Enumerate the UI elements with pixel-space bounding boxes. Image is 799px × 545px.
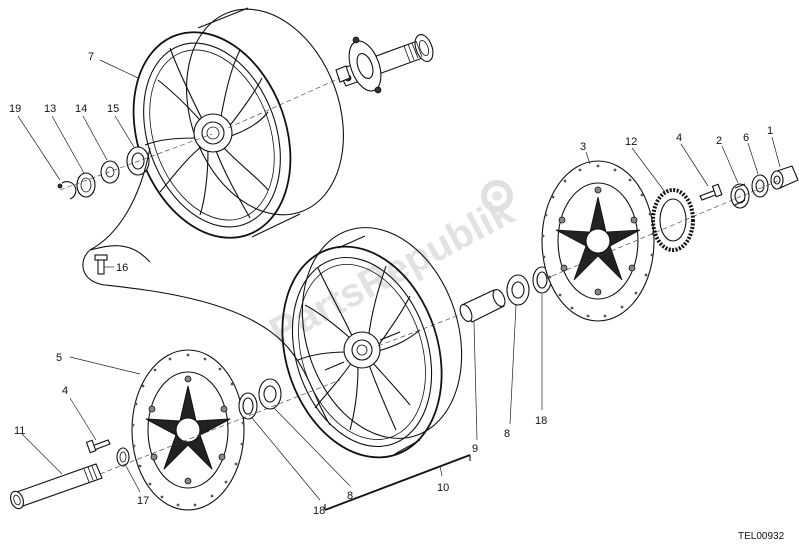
svg-text:11: 11 [14, 425, 25, 437]
callout-4-right: 4 [676, 132, 709, 187]
part-17-washer [116, 447, 130, 467]
callout-8-right: 8 [504, 304, 517, 440]
callout-15: 15 [107, 103, 135, 148]
callout-1: 1 [767, 125, 781, 168]
svg-text:16: 16 [116, 262, 128, 274]
callout-17: 17 [125, 465, 149, 507]
callout-18-right: 18 [535, 294, 547, 427]
part-5-brake-disc-left [131, 349, 245, 511]
svg-text:9: 9 [472, 443, 478, 455]
svg-text:7: 7 [88, 51, 94, 63]
part-12-tone-wheel [651, 188, 695, 252]
svg-text:5: 5 [56, 352, 62, 364]
svg-text:4: 4 [62, 385, 68, 397]
svg-text:10: 10 [437, 482, 449, 494]
part-11-front-axle [10, 463, 103, 510]
svg-text:17: 17 [137, 495, 149, 507]
svg-text:8: 8 [347, 490, 353, 502]
assembly-axes [59, 77, 781, 475]
callout-12: 12 [625, 136, 666, 193]
svg-text:18: 18 [535, 415, 547, 427]
watermark: PartsRepublik [263, 189, 522, 354]
callout-9: 9 [472, 321, 478, 455]
svg-text:3: 3 [580, 141, 586, 153]
rear-wheel [132, 7, 344, 239]
svg-text:18: 18 [313, 505, 325, 517]
svg-text:PartsRepublik: PartsRepublik [263, 189, 522, 354]
callout-19: 19 [9, 103, 61, 181]
callout-11: 11 [14, 425, 63, 475]
callout-7: 7 [88, 51, 139, 79]
svg-text:8: 8 [504, 428, 510, 440]
svg-text:14: 14 [75, 103, 87, 115]
part-14-washer [100, 160, 120, 184]
part-19-circlip [57, 181, 77, 200]
part-6-seal [751, 174, 769, 198]
callout-14: 14 [75, 103, 108, 161]
part-16-valve [82, 147, 331, 426]
part-2-spacer [730, 183, 750, 209]
callout-2: 2 [716, 135, 739, 184]
callout-16: 16 [104, 262, 128, 274]
part-9-spacer [459, 289, 506, 323]
part-18-seal-left [238, 392, 258, 420]
callout-18-left: 18 [251, 417, 325, 517]
part-3-brake-disc-right [541, 160, 655, 322]
rear-drive-flange [335, 34, 434, 94]
drawing-reference: TEL00932 [738, 531, 785, 542]
part-4-screw-right [699, 183, 723, 201]
callout-6: 6 [743, 132, 759, 175]
svg-text:1: 1 [767, 125, 773, 137]
svg-text:13: 13 [44, 103, 56, 115]
front-wheel [281, 227, 463, 459]
svg-text:19: 19 [9, 103, 21, 115]
part-8-bearing-right [506, 274, 530, 306]
callout-5: 5 [56, 352, 141, 375]
part-8-bearing-left [258, 378, 282, 410]
part-1-axle-nut [770, 165, 799, 190]
svg-text:6: 6 [743, 132, 749, 144]
callout-4-left: 4 [62, 385, 97, 441]
part-10-bracket [324, 454, 471, 511]
part-4-screw-left [85, 439, 111, 454]
svg-text:4: 4 [676, 132, 682, 144]
watermark-gear-icon [481, 180, 513, 212]
svg-text:12: 12 [625, 136, 637, 148]
part-13-ring-nut [76, 172, 96, 198]
callout-8-left: 8 [273, 407, 353, 502]
callout-10: 10 [437, 465, 449, 494]
svg-text:2: 2 [716, 135, 722, 147]
callout-13: 13 [44, 103, 85, 174]
svg-text:15: 15 [107, 103, 119, 115]
callout-3: 3 [580, 141, 591, 165]
